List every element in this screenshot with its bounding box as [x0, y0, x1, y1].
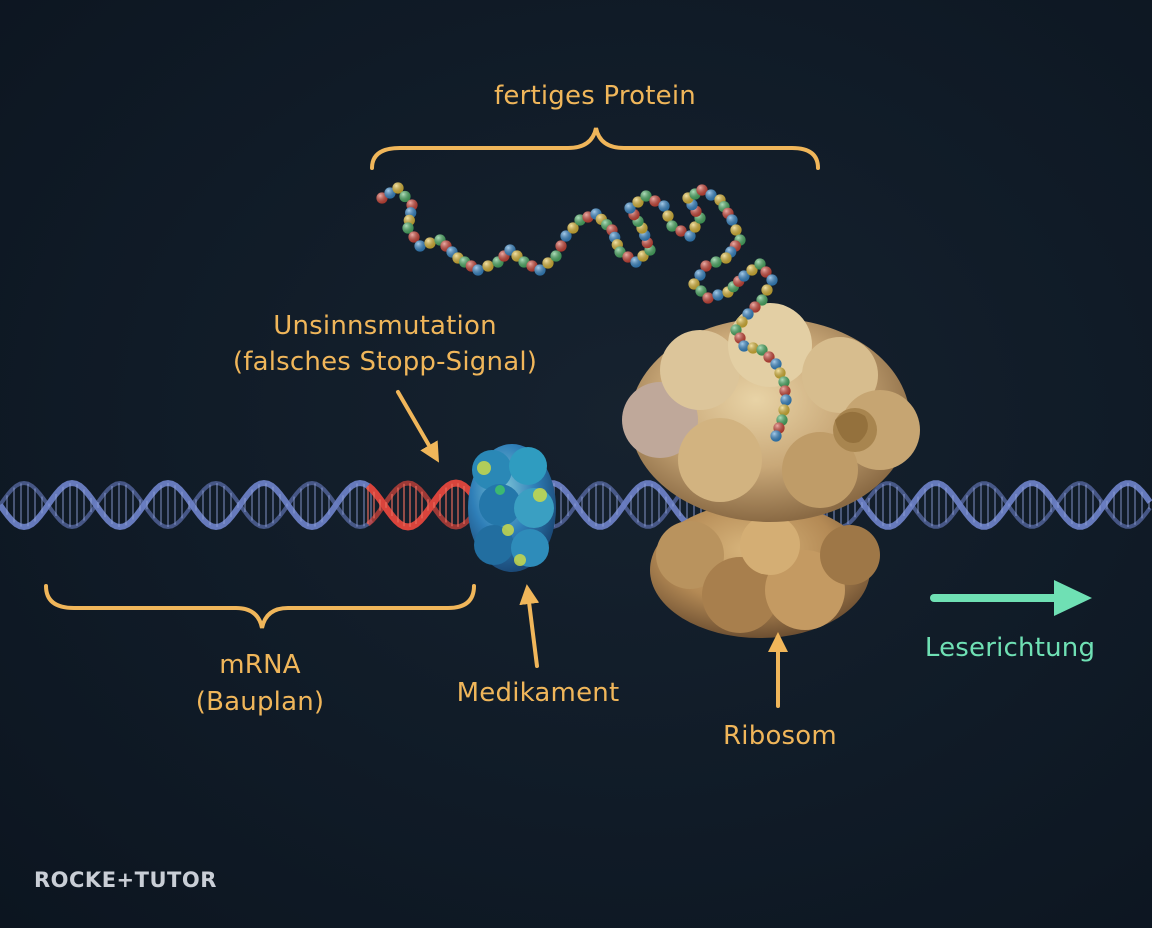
protein-bead-highlight [675, 225, 687, 237]
protein-bead-highlight [780, 394, 792, 406]
protein-bead-highlight [694, 269, 706, 281]
protein-bead-highlight [696, 184, 708, 196]
protein-bead-highlight [622, 251, 634, 263]
protein-bead-highlight [414, 240, 426, 252]
protein-bead-highlight [534, 264, 546, 276]
protein-bead-highlight [726, 214, 738, 226]
rocket-tutor-logo: ROCKE+TUTOR [34, 868, 217, 892]
mutation-label-title: Unsinnsmutation [273, 311, 497, 341]
mutation-label-subtitle: (falsches Stopp-Signal) [232, 347, 538, 377]
mrna-label-subtitle: (Bauplan) [195, 687, 325, 717]
protein-bead-highlight [749, 301, 761, 313]
protein-bead-highlight [747, 342, 759, 354]
mrna-brace [44, 584, 476, 629]
protein-bead-highlight [700, 260, 712, 272]
protein-bead-highlight [689, 221, 701, 233]
protein-bead-highlight [742, 308, 754, 320]
direction-arrow [930, 580, 1092, 616]
mrna-label-title: mRNA [219, 650, 301, 680]
protein-bead-highlight [640, 190, 652, 202]
protein-bead-highlight [702, 292, 714, 304]
protein-label: fertiges Protein [494, 81, 696, 111]
protein-bead-highlight [666, 220, 678, 232]
protein-bead-highlight [649, 195, 661, 207]
protein-bead-highlight [779, 385, 791, 397]
protein-bead-highlight [632, 196, 644, 208]
protein-bead-highlight [778, 404, 790, 416]
protein-bead-highlight [738, 270, 750, 282]
protein-bead-highlight [720, 252, 732, 264]
ribosome [622, 303, 920, 638]
protein-bead-highlight [424, 237, 436, 249]
protein-bead-highlight [695, 285, 707, 297]
protein-bead-highlight [760, 266, 772, 278]
protein-bead-highlight [756, 294, 768, 306]
mutation-segment [365, 479, 479, 531]
protein-bead-highlight [560, 230, 572, 242]
protein-bead-highlight [746, 264, 758, 276]
protein-bead-highlight [770, 358, 782, 370]
protein-bead-highlight [712, 289, 724, 301]
drug-arrow [519, 584, 540, 668]
protein-bead-highlight [567, 222, 579, 234]
protein-bead-highlight [756, 344, 768, 356]
protein-bead-highlight [705, 189, 717, 201]
protein-bead-highlight [754, 258, 766, 270]
drug-molecule [468, 444, 556, 572]
protein-bead-highlight [684, 230, 696, 242]
protein-bead-highlight [766, 274, 778, 286]
protein-bead-highlight [774, 367, 786, 379]
protein-bead-highlight [736, 316, 748, 328]
protein-bead-highlight [550, 250, 562, 262]
protein-bead-highlight [624, 202, 636, 214]
protein-bead-highlight [763, 351, 775, 363]
protein-bead-highlight [402, 222, 414, 234]
protein-bead-highlight [662, 210, 674, 222]
protein-bead-highlight [482, 260, 494, 272]
mrna-strand [0, 479, 1152, 531]
mrna-backbone [0, 480, 374, 530]
drug-label: Medikament [456, 678, 620, 708]
direction-label: Leserichtung [924, 633, 1096, 663]
mutation-arrow [396, 390, 440, 463]
protein-bead-highlight [730, 224, 742, 236]
protein-bead-highlight [384, 187, 396, 199]
ribosome-label: Ribosom [723, 721, 837, 751]
protein-brace [370, 127, 820, 170]
protein-bead-highlight [376, 192, 388, 204]
protein-bead-highlight [408, 231, 420, 243]
protein-bead-highlight [392, 182, 404, 194]
protein-bead-highlight [472, 264, 484, 276]
protein-bead-highlight [614, 246, 626, 258]
protein-bead-highlight [738, 340, 750, 352]
protein-bead-highlight [542, 257, 554, 269]
protein-bead-highlight [710, 256, 722, 268]
protein-bead-highlight [399, 190, 411, 203]
protein-bead-highlight [778, 376, 790, 388]
protein-chain [376, 182, 792, 442]
protein-bead-highlight [770, 430, 782, 442]
mrna-backbone [0, 479, 374, 531]
protein-bead-highlight [688, 278, 700, 290]
protein-bead-highlight [761, 284, 773, 296]
protein-bead-highlight [658, 200, 670, 212]
protein-bead-highlight [555, 240, 567, 252]
